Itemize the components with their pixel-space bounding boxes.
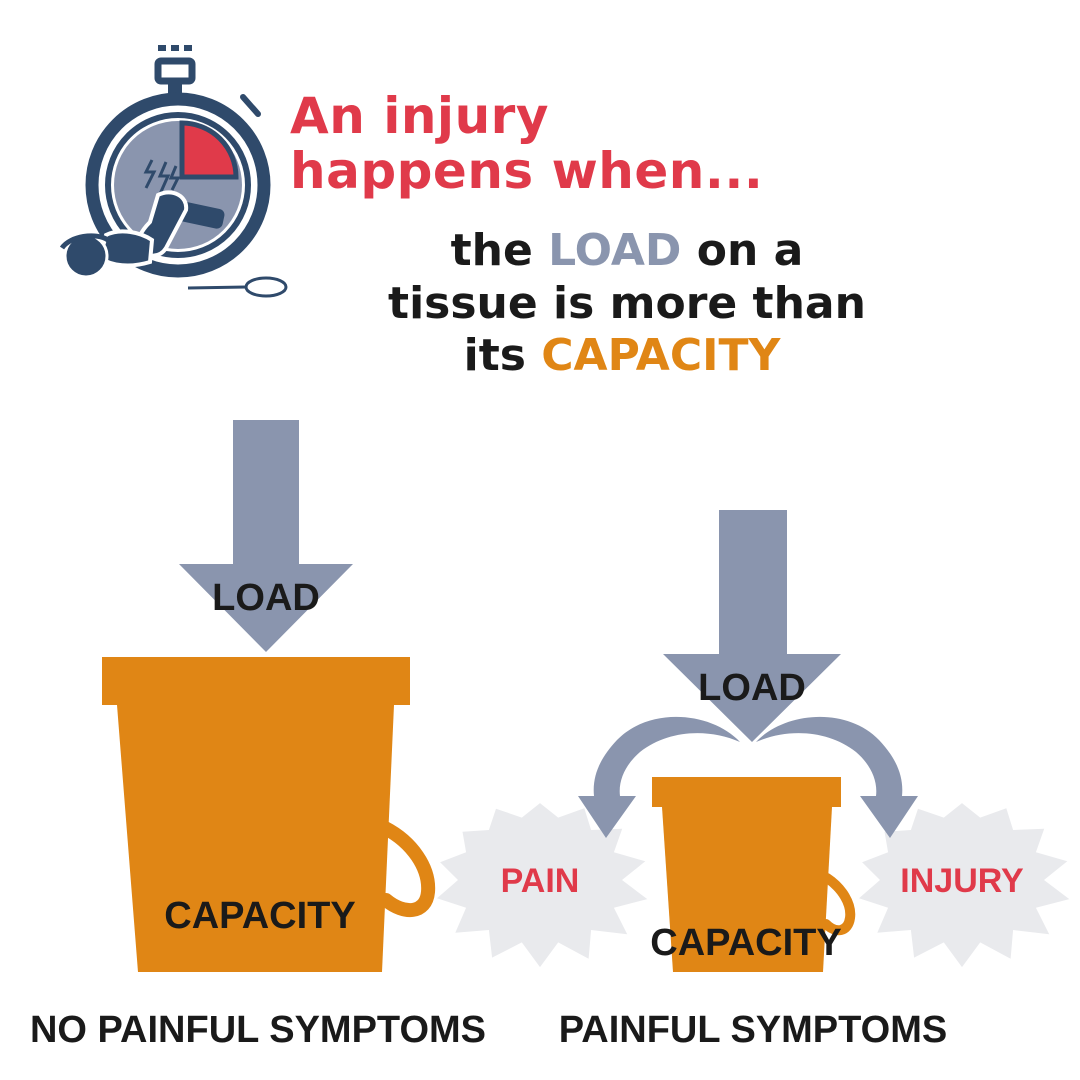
subhead: the LOAD on a tissue is more than its CA… xyxy=(388,225,866,381)
subhead-line-2: tissue is more than xyxy=(388,278,866,329)
injury-burst-shape xyxy=(859,803,1070,968)
headline-line-2: happens when... xyxy=(290,142,763,200)
load-arrow-right xyxy=(663,510,841,742)
load-label-right: LOAD xyxy=(698,667,806,709)
capacity-label-right: CAPACITY xyxy=(650,922,841,964)
bucket-body-left xyxy=(117,705,394,972)
bucket-handle-left xyxy=(378,821,436,918)
load-arrow-left xyxy=(179,420,353,652)
left-scene: LOAD CAPACITY NO PAINFUL SYMPTOMS xyxy=(30,420,486,1051)
pain-label: PAIN xyxy=(501,862,580,900)
stopwatch-injury-icon xyxy=(59,45,288,298)
load-word: LOAD xyxy=(548,225,681,276)
caption-left: NO PAINFUL SYMPTOMS xyxy=(30,1009,486,1051)
injury-label: INJURY xyxy=(900,862,1024,900)
overflow-arrow-left xyxy=(578,716,740,838)
pain-bolt-icon xyxy=(143,159,181,195)
subhead-line-1: the LOAD on a xyxy=(451,225,804,276)
headline: An injury happens when... xyxy=(290,87,763,200)
bucket-rim-left xyxy=(102,657,410,705)
stopwatch-crown-icon xyxy=(154,57,196,85)
racquet-icon xyxy=(187,276,288,298)
bucket-rim-right xyxy=(652,777,841,807)
load-label-left: LOAD xyxy=(212,577,320,619)
overflow-arrow-right xyxy=(756,716,918,838)
time-segment-icon xyxy=(179,120,239,180)
pain-burst-shape xyxy=(437,803,648,968)
subhead-line-3: its CAPACITY xyxy=(464,330,782,381)
headline-line-1: An injury xyxy=(290,87,549,145)
caption-right: PAINFUL SYMPTOMS xyxy=(559,1009,947,1051)
bucket-body-right xyxy=(662,807,832,972)
capacity-word: CAPACITY xyxy=(541,330,781,381)
capacity-label-left: CAPACITY xyxy=(164,895,355,937)
dots-icon xyxy=(158,45,192,51)
right-scene: PAIN INJURY LOAD CAPACITY PAINFUL SYMPTO… xyxy=(437,510,1070,1051)
bucket-handle-right xyxy=(821,873,856,936)
